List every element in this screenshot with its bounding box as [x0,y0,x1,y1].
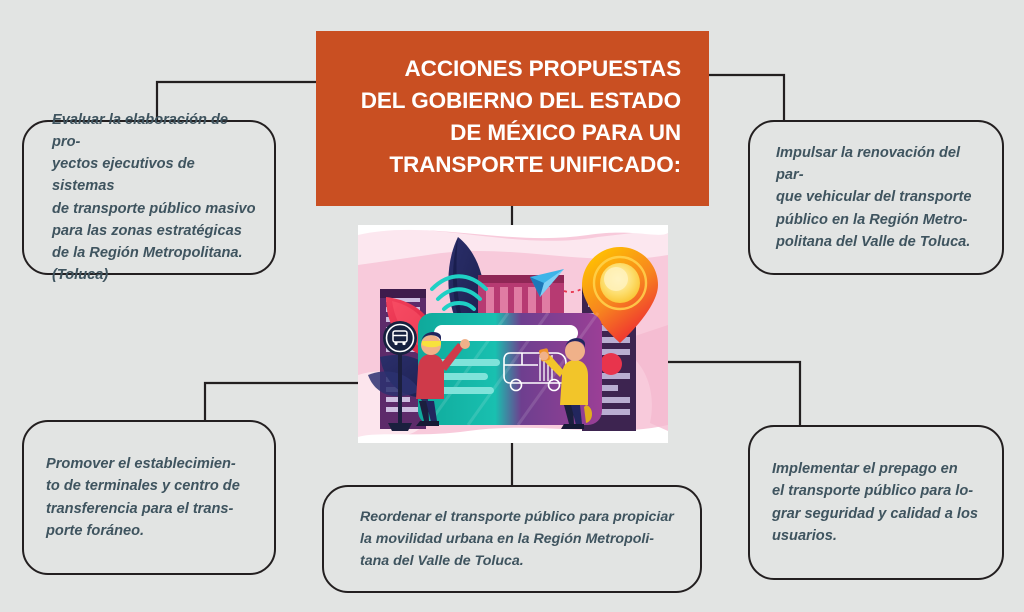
card-search-bar [434,325,578,341]
person-left [416,332,470,426]
connector-illustration-to-bottom-right [668,360,802,426]
callout-bottom-left[interactable]: Promover el establecimien- to de termina… [22,420,276,575]
main-title-box: ACCIONES PROPUESTAS DEL GOBIERNO DEL EST… [316,31,709,206]
page-title: ACCIONES PROPUESTAS DEL GOBIERNO DEL EST… [360,56,681,177]
callout-bottom-center[interactable]: Reordenar el transporte público para pro… [322,485,702,593]
bus-stop-sign [383,321,417,431]
callout-bottom-right-text: Implementar el prepago en el transporte … [772,461,979,544]
callout-bottom-left-text: Promover el establecimien- to de termina… [46,456,240,539]
callout-top-right-text: Impulsar la renovación del par- que vehi… [776,145,972,250]
paper-plane-icon [530,269,564,297]
connector-illustration-to-bottom-left [203,381,358,421]
location-pin-icon [582,247,658,343]
connector-title-to-top-right [709,73,786,121]
building-red-dot [600,353,622,375]
bus-glyph [392,330,408,346]
person-right [539,338,592,429]
callout-top-left[interactable]: Evaluar la elaboración de pro- yectos ej… [22,112,276,283]
transport-illustration [358,225,668,443]
callout-bottom-right[interactable]: Implementar el prepago en el transporte … [748,425,1004,580]
card-text-lines [434,359,500,394]
callout-top-left-text: Evaluar la elaboración de pro- yectos ej… [52,111,256,284]
callout-top-right[interactable]: Impulsar la renovación del par- que vehi… [748,120,1004,275]
plane-trail [563,278,595,293]
callout-bottom-center-text: Reordenar el transporte público para pro… [360,508,674,570]
